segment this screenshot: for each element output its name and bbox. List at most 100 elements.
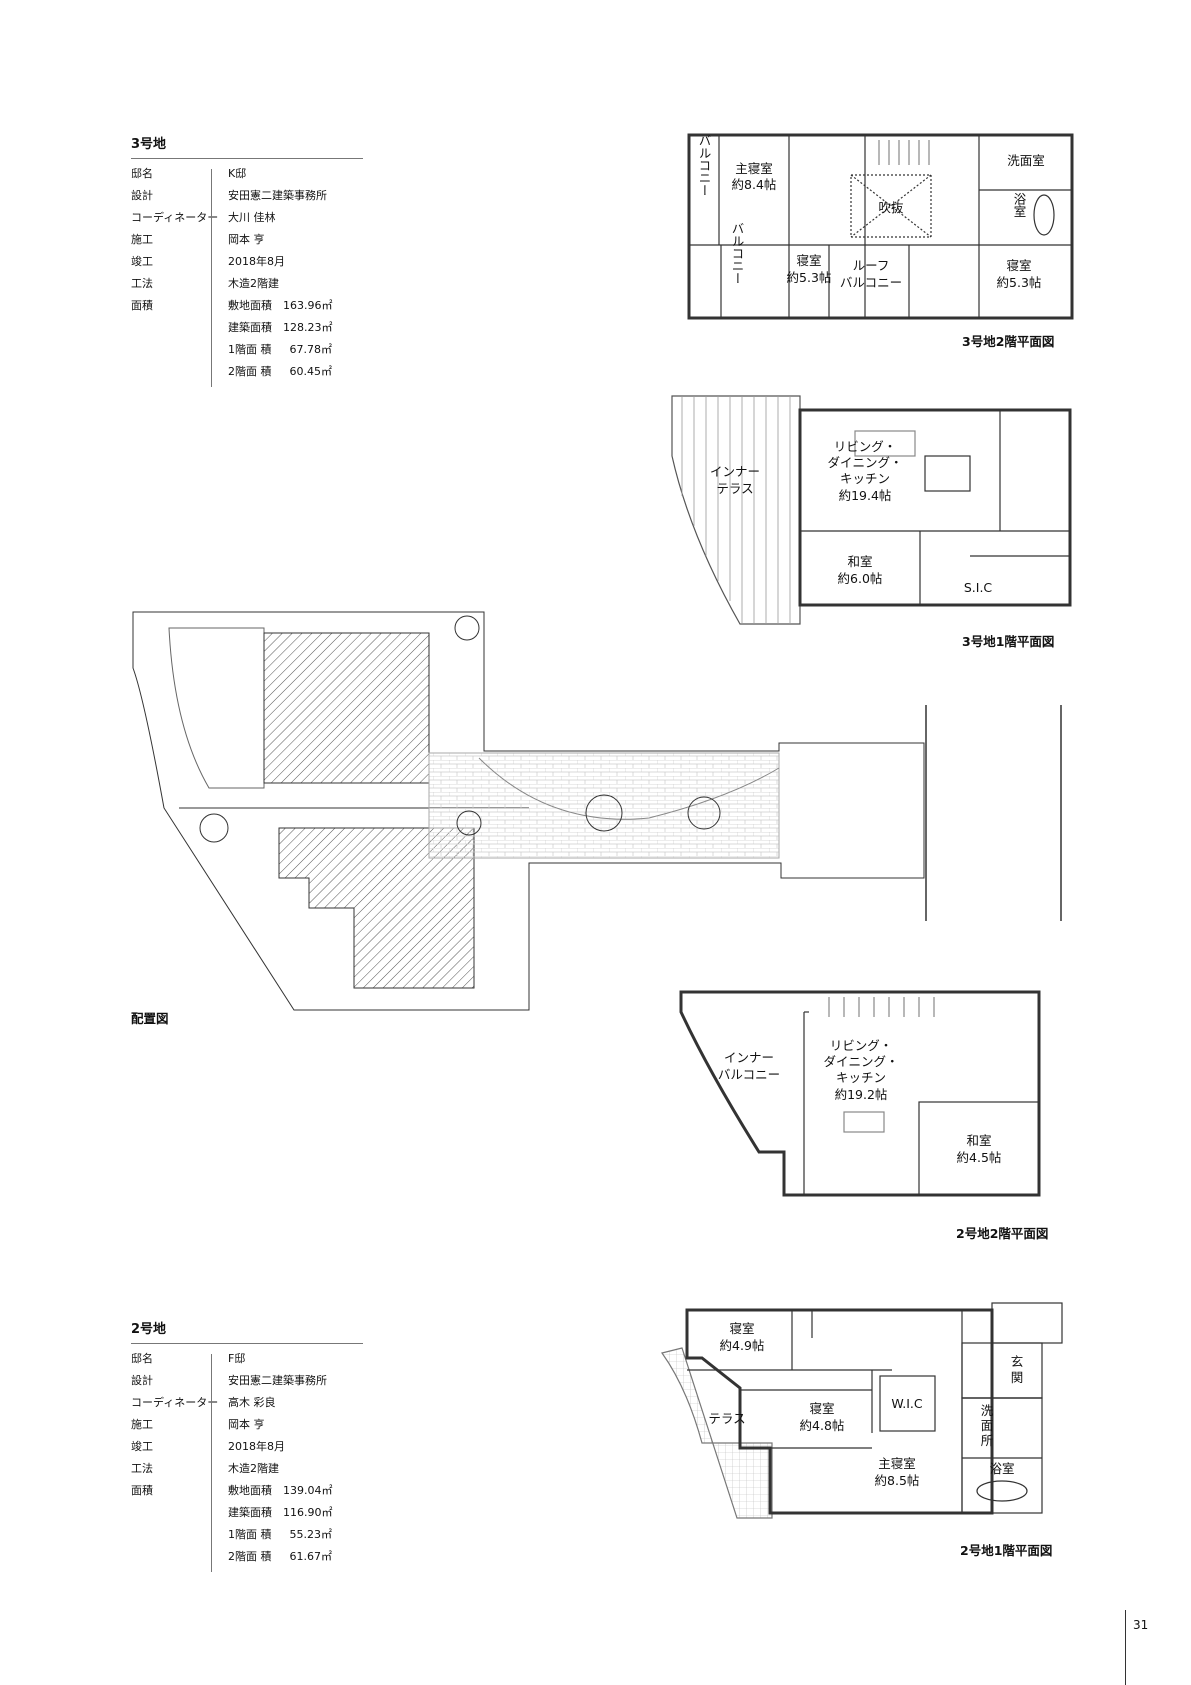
info-row: 面積 敷地面積 163.96㎡ xyxy=(131,299,363,321)
room-label: バルコニー xyxy=(697,134,712,197)
room-label: 所 xyxy=(981,1433,994,1448)
info-value: 2階面 積 60.45㎡ xyxy=(228,365,332,378)
info-label: 設計 xyxy=(131,1374,153,1387)
info-value: 建築面積 116.90㎡ xyxy=(228,1506,333,1519)
info-label: 施工 xyxy=(131,233,153,246)
room-label: 洗面室 xyxy=(1007,153,1045,168)
info-label xyxy=(131,321,228,343)
room-label: 浴室 xyxy=(1012,193,1027,218)
room-label: 寝室 xyxy=(809,1401,834,1416)
room-label: バルコニー xyxy=(730,222,745,285)
info-label: 面積 xyxy=(131,299,153,312)
info-label: コーディネーター xyxy=(131,211,219,224)
room-label: キッチン xyxy=(840,471,890,486)
site-plan xyxy=(132,611,1062,1011)
info-row: 1階面 積 67.78㎡ xyxy=(131,343,363,365)
room-label: 洗 xyxy=(981,1403,994,1418)
room-label: ダイニング・ xyxy=(827,455,902,470)
room-label: バルコニー xyxy=(840,275,902,290)
room-size: 約4.5帖 xyxy=(957,1150,1002,1165)
room-label: テラス xyxy=(708,1411,745,1426)
room-label: S.I.C xyxy=(964,580,993,595)
room-label: インナー xyxy=(724,1050,774,1065)
info-row: 邸名 F邸 xyxy=(131,1352,363,1374)
info-row: 2階面 積 61.67㎡ xyxy=(131,1550,363,1572)
room-label: W.I.C xyxy=(891,1396,923,1411)
info-row: コーディネーター高木 彩良 xyxy=(131,1396,363,1418)
info-row: 面積敷地面積 139.04㎡ xyxy=(131,1484,363,1506)
site-plan-caption: 配置図 xyxy=(131,1011,169,1026)
room-size: 約19.4帖 xyxy=(839,488,892,503)
info-row: 2階面 積 60.45㎡ xyxy=(131,365,363,387)
lot2-2f-plan: インナー バルコニー リビング・ ダイニング・ キッチン 約19.2帖 和室 約… xyxy=(679,990,1041,1197)
room-label: キッチン xyxy=(836,1070,886,1085)
room-label: ルーフ xyxy=(853,258,890,273)
room-size: 約8.4帖 xyxy=(732,177,777,192)
info-value: 2階面 積 61.67㎡ xyxy=(228,1550,332,1563)
page-number: 31 xyxy=(1133,1618,1149,1632)
room-size: 約4.9帖 xyxy=(720,1338,765,1353)
room-label: 吹抜 xyxy=(878,200,904,215)
info-row: 工法木造2階建 xyxy=(131,1462,363,1484)
info-row: 建築面積 116.90㎡ xyxy=(131,1506,363,1528)
lot3-1f-caption: 3号地1階平面図 xyxy=(962,634,1055,649)
info-value: 敷地面積 163.96㎡ xyxy=(228,299,333,312)
room-label: 浴室 xyxy=(989,1461,1014,1476)
room-size: 約5.3帖 xyxy=(787,270,832,285)
room-label: 和室 xyxy=(966,1133,991,1148)
info-row: 設計安田憲二建築事務所 xyxy=(131,189,363,211)
room-size: 約4.8帖 xyxy=(800,1418,845,1433)
info-row: 工法木造2階建 xyxy=(131,277,363,299)
room-label: 和室 xyxy=(847,554,872,569)
info-row: 施工 岡本 亨 xyxy=(131,233,363,255)
info-label: 邸名 xyxy=(131,1352,153,1365)
lot2-1f-plan: 寝室 約4.9帖 玄 関 テラス 寝室 約4.8帖 W.I.C 洗 面 所 主寝… xyxy=(660,1302,1063,1519)
info-row: 1階面 積 55.23㎡ xyxy=(131,1528,363,1550)
info-value: 安田憲二建築事務所 xyxy=(228,189,327,202)
room-size: 約19.2帖 xyxy=(835,1087,888,1102)
info-value: K邸 xyxy=(228,167,247,180)
page-number-rule xyxy=(1125,1610,1126,1685)
room-label: リビング・ xyxy=(834,439,897,454)
lot3-2f-caption: 3号地2階平面図 xyxy=(962,334,1055,349)
info-label: 工法 xyxy=(131,277,153,290)
info-value: 1階面 積 55.23㎡ xyxy=(228,1528,332,1541)
room-label: 寝室 xyxy=(796,253,821,268)
divider xyxy=(211,1354,212,1572)
lot2-1f-caption: 2号地1階平面図 xyxy=(960,1543,1053,1558)
info-label xyxy=(131,1550,228,1572)
room-label: リビング・ xyxy=(830,1038,893,1053)
info-value: F邸 xyxy=(228,1352,246,1365)
info-value: 木造2階建 xyxy=(228,1462,279,1475)
room-label: 面 xyxy=(981,1418,994,1433)
room-size: 約5.3帖 xyxy=(997,275,1042,290)
info-value: 岡本 亨 xyxy=(228,1418,265,1431)
info-value: 建築面積 128.23㎡ xyxy=(228,321,333,334)
info-row: 設計安田憲二建築事務所 xyxy=(131,1374,363,1396)
info-label: 竣工 xyxy=(131,255,153,268)
info-label: コーディネーター xyxy=(131,1396,219,1409)
room-label: 寝室 xyxy=(1006,258,1031,273)
room-label: インナー xyxy=(710,464,760,479)
lot3-1f-plan: インナー テラス リビング・ ダイニング・ キッチン 約19.4帖 和室 約6.… xyxy=(671,395,1072,625)
info-row: 施工岡本 亨 xyxy=(131,1418,363,1440)
room-label: ダイニング・ xyxy=(823,1054,898,1069)
info-row: コーディネーター大川 佳林 xyxy=(131,211,363,233)
room-label: 寝室 xyxy=(729,1321,754,1336)
room-size: 約8.5帖 xyxy=(875,1473,920,1488)
lot2-title: 2号地 xyxy=(131,1318,363,1344)
lot3-2f-plan: バルコニー 主寝室 約8.4帖 吹抜 洗面室 浴室 バルコニー 寝室 約5.3帖… xyxy=(687,133,1074,320)
info-label xyxy=(131,1506,228,1528)
info-value: 高木 彩良 xyxy=(228,1396,276,1409)
info-label xyxy=(131,365,228,387)
info-value: 大川 佳林 xyxy=(228,211,276,224)
room-size: 約6.0帖 xyxy=(838,571,883,586)
info-value: 岡本 亨 xyxy=(228,233,265,246)
lot2-2f-caption: 2号地2階平面図 xyxy=(956,1226,1049,1241)
divider xyxy=(211,169,212,387)
